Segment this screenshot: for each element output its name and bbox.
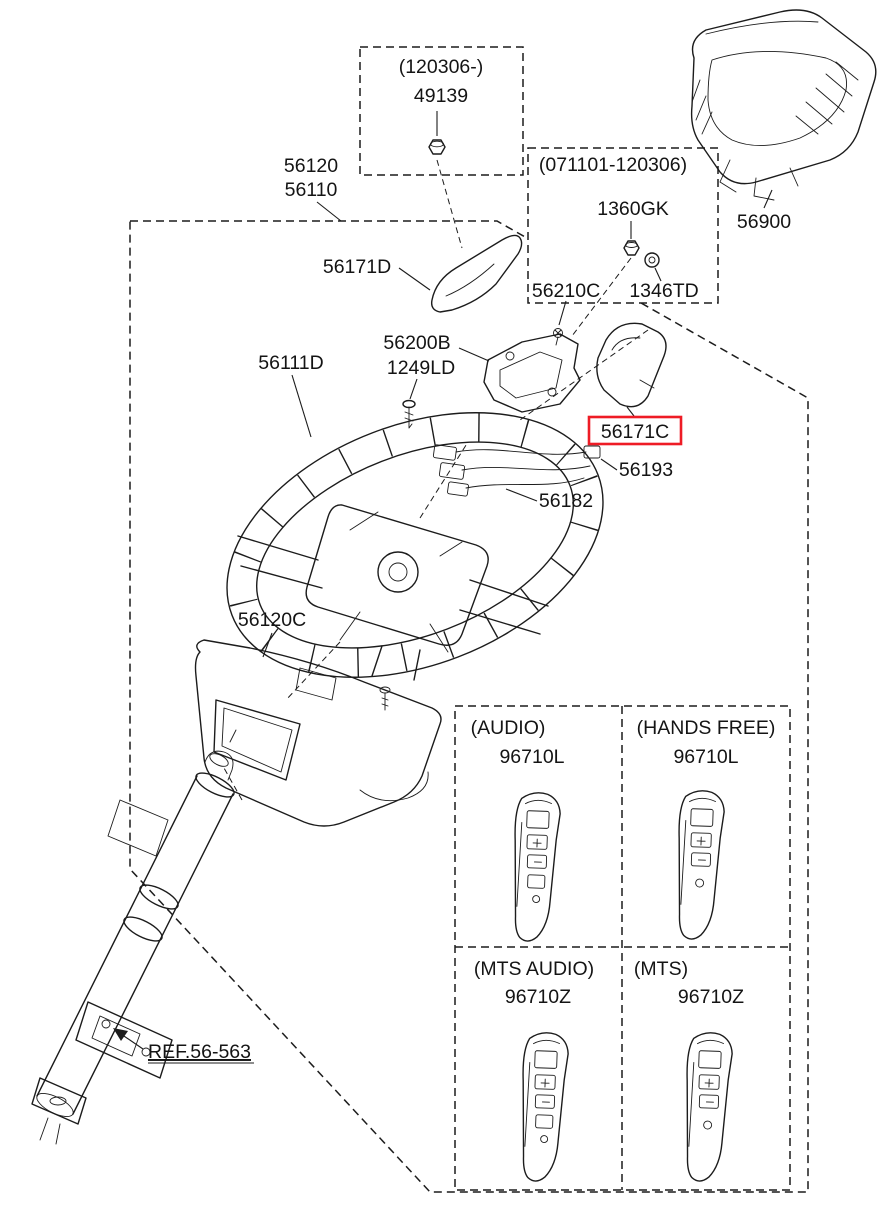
switch-title-mts-audio: (MTS AUDIO)	[474, 958, 594, 980]
side-cover-drawing	[596, 322, 667, 408]
part-label-56110: 56110	[285, 179, 338, 201]
airbag-module-drawing	[690, 9, 877, 201]
part-label-56210C: 56210C	[532, 280, 600, 302]
lower-cover-drawing	[194, 639, 442, 827]
part-label-56182: 56182	[539, 490, 593, 512]
switch-part-handsfree: 96710L	[673, 746, 738, 768]
assembly-dash-lines	[223, 159, 649, 801]
range-label-early: (071101-120306)	[539, 154, 687, 176]
variant-box-early	[527, 147, 719, 304]
steering-wheel-drawing	[226, 412, 604, 681]
part-label-56193: 56193	[619, 459, 673, 481]
switch-title-audio: (AUDIO)	[471, 717, 546, 739]
wiring-harness-drawing	[432, 444, 601, 497]
switch-title-mts: (MTS)	[634, 958, 688, 980]
switch-variants-box	[454, 705, 791, 1191]
part-label-56171D: 56171D	[323, 256, 391, 278]
switch-title-handsfree: (HANDS FREE)	[637, 717, 776, 739]
steering-column-drawing	[31, 729, 237, 1145]
part-label-1249LD: 1249LD	[387, 357, 455, 379]
leader-lines	[262, 111, 773, 658]
part-label-56120: 56120	[284, 155, 338, 177]
nut-1360GK-drawing	[623, 240, 640, 256]
washer-1346TD-drawing	[644, 252, 660, 268]
switch-mts-audio-drawing	[522, 1032, 569, 1182]
switch-audio-drawing	[514, 792, 561, 942]
part-label-49139: 49139	[414, 85, 468, 107]
switch-mts-drawing	[686, 1032, 733, 1182]
switch-part-mts-audio: 96710Z	[505, 986, 571, 1008]
switch-part-mts: 96710Z	[678, 986, 744, 1008]
part-label-56900: 56900	[737, 211, 791, 233]
part-label-56120C: 56120C	[238, 609, 306, 631]
upper-cover-drawing	[430, 234, 523, 313]
main-assembly-boundary	[129, 220, 809, 1193]
contact-56210C-drawing	[553, 328, 563, 346]
part-label-56171C[interactable]: 56171C	[601, 421, 669, 443]
part-label-56111D: 56111D	[258, 352, 323, 374]
screw-lower-drawing	[379, 686, 391, 711]
switch-part-audio: 96710L	[499, 746, 564, 768]
reference-link[interactable]: REF.56-563	[148, 1041, 251, 1063]
part-label-1360GK: 1360GK	[597, 198, 669, 220]
part-label-56200B: 56200B	[383, 332, 450, 354]
part-label-1346TD: 1346TD	[629, 280, 698, 302]
nut-49139-drawing	[428, 139, 446, 155]
switch-handsfree-drawing	[678, 790, 725, 940]
switch-assy-drawing	[483, 333, 581, 413]
ref-arrow	[113, 1028, 254, 1064]
screw-1249LD-drawing	[402, 399, 416, 429]
range-label-late: (120306-)	[399, 56, 484, 78]
highlight-box-56171C[interactable]	[587, 415, 683, 446]
